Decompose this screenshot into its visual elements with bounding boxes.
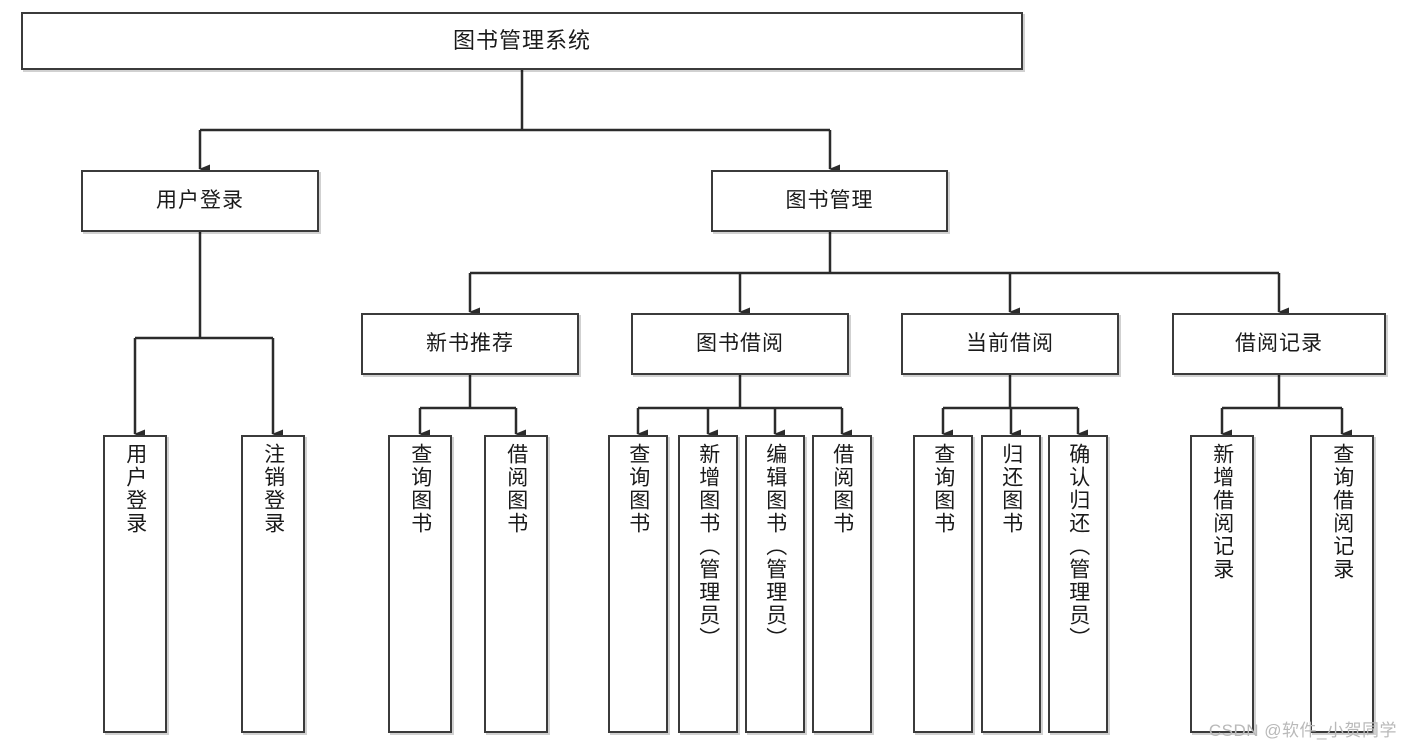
- node-label: 查询借阅记录: [1330, 443, 1354, 581]
- node-label: 用户登录: [156, 188, 244, 212]
- node-new-book-rec[interactable]: 新书推荐: [361, 313, 579, 375]
- node-label: 图书管理: [785, 188, 874, 212]
- node-leaf-bb-add[interactable]: 新增图书（管理员）: [678, 435, 738, 733]
- node-label: 注销登录: [261, 443, 285, 535]
- node-leaf-br-query[interactable]: 查询借阅记录: [1310, 435, 1374, 733]
- node-leaf-rec-borrow[interactable]: 借阅图书: [484, 435, 548, 733]
- node-leaf-cb-query[interactable]: 查询图书: [913, 435, 973, 733]
- node-label: 编辑图书（管理员）: [763, 443, 787, 650]
- node-user-login[interactable]: 用户登录: [81, 170, 319, 232]
- node-label: 查询图书: [626, 443, 650, 535]
- node-label: 查询图书: [931, 443, 955, 535]
- node-current-borrow[interactable]: 当前借阅: [901, 313, 1119, 375]
- node-leaf-bb-edit[interactable]: 编辑图书（管理员）: [745, 435, 805, 733]
- node-label: 新增借阅记录: [1210, 443, 1234, 581]
- node-leaf-br-add[interactable]: 新增借阅记录: [1190, 435, 1254, 733]
- node-label: 确认归还（管理员）: [1066, 443, 1090, 650]
- node-leaf-user-login[interactable]: 用户登录: [103, 435, 167, 733]
- node-leaf-user-logout[interactable]: 注销登录: [241, 435, 305, 733]
- node-label: 查询图书: [408, 443, 432, 535]
- node-label: 用户登录: [123, 443, 147, 535]
- node-book-borrow[interactable]: 图书借阅: [631, 313, 849, 375]
- node-leaf-bb-query[interactable]: 查询图书: [608, 435, 668, 733]
- node-leaf-cb-return[interactable]: 归还图书: [981, 435, 1041, 733]
- node-label: 归还图书: [999, 443, 1023, 535]
- node-root[interactable]: 图书管理系统: [21, 12, 1023, 70]
- node-leaf-rec-query[interactable]: 查询图书: [388, 435, 452, 733]
- node-label: 当前借阅: [966, 331, 1054, 355]
- node-label: 新书推荐: [426, 331, 514, 355]
- node-label: 借阅记录: [1235, 331, 1323, 355]
- edge-group: [133, 70, 1352, 439]
- node-label: 图书管理系统: [452, 28, 591, 54]
- node-leaf-cb-confirm[interactable]: 确认归还（管理员）: [1048, 435, 1108, 733]
- node-borrow-record[interactable]: 借阅记录: [1172, 313, 1386, 375]
- watermark-text: CSDN @软件_小贺同学: [1208, 721, 1397, 740]
- node-label: 借阅图书: [504, 443, 528, 535]
- node-book-manage[interactable]: 图书管理: [711, 170, 948, 232]
- node-label: 图书借阅: [696, 331, 784, 355]
- node-label: 借阅图书: [830, 443, 854, 535]
- node-leaf-bb-borrow[interactable]: 借阅图书: [812, 435, 872, 733]
- node-label: 新增图书（管理员）: [696, 443, 720, 650]
